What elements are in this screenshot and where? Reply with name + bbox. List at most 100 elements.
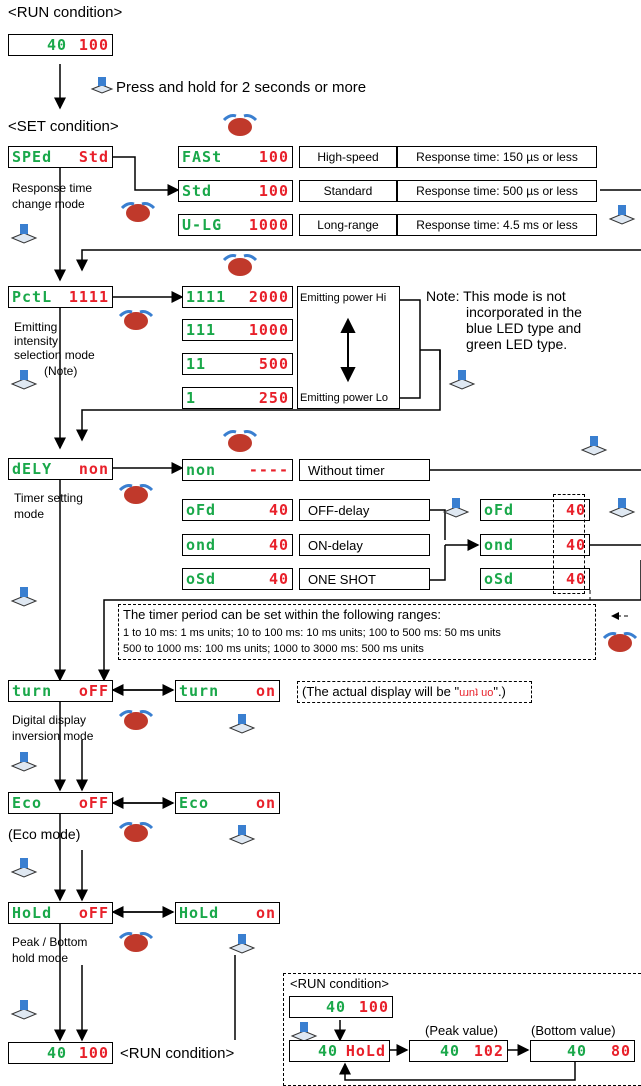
press-button-icon bbox=[10, 856, 38, 887]
speed-desc: Response time: 500 µs or less bbox=[397, 180, 597, 202]
timer-label: Without timer bbox=[299, 459, 430, 481]
press-button-icon bbox=[90, 75, 114, 95]
timer-caption-1: Timer setting bbox=[14, 491, 83, 505]
power-hi-label: Emitting power Hi bbox=[300, 292, 387, 304]
press-button-icon bbox=[10, 998, 38, 1029]
pctl-caption-3: selection mode bbox=[14, 348, 95, 362]
bottom-label: (Bottom value) bbox=[531, 1023, 616, 1038]
speed-label: Long-range bbox=[299, 214, 397, 236]
speed-caption-2: change mode bbox=[12, 197, 85, 211]
eco-caption: (Eco mode) bbox=[8, 826, 81, 842]
speed-desc: Response time: 4.5 ms or less bbox=[397, 214, 597, 236]
pctl-note-1: Note: This mode is not bbox=[426, 288, 566, 304]
speed-label: Standard bbox=[299, 180, 397, 202]
run-title: <RUN condition> bbox=[8, 4, 123, 21]
power-lo-label: Emitting power Lo bbox=[300, 392, 389, 404]
dial-icon bbox=[116, 480, 156, 513]
pctl-note-2: incorporated in the bbox=[466, 304, 582, 320]
press-button-icon bbox=[290, 1020, 318, 1051]
peak-label: (Peak value) bbox=[425, 1023, 498, 1038]
dial-icon bbox=[220, 112, 260, 145]
run-end-label: <RUN condition> bbox=[120, 1045, 235, 1062]
press-button-icon bbox=[608, 496, 636, 527]
timer-caption-2: mode bbox=[14, 507, 45, 521]
panel-title: <RUN condition> bbox=[290, 976, 389, 991]
press-button-icon bbox=[580, 434, 608, 465]
press-button-icon bbox=[228, 932, 256, 963]
pctl-caption-2: intensity bbox=[14, 334, 59, 348]
pctl-caption-1: Emitting bbox=[14, 320, 58, 334]
press-button-icon bbox=[228, 712, 256, 743]
hold-caption-1: Peak / Bottom bbox=[12, 935, 88, 949]
press-button-icon bbox=[10, 368, 38, 399]
press-hold-text: Press and hold for 2 seconds or more bbox=[116, 79, 367, 96]
set-title: <SET condition> bbox=[8, 118, 119, 135]
press-button-icon bbox=[10, 750, 38, 781]
timer-option-display: non---- bbox=[182, 459, 293, 481]
run-display: 40 100 bbox=[8, 34, 113, 56]
dial-icon bbox=[600, 628, 640, 661]
speed-label: High-speed bbox=[299, 146, 397, 168]
turn-note-box: (The actual display will be "uɹnʇ uo".) bbox=[297, 681, 532, 703]
timer-ranges-title: The timer period can be set within the f… bbox=[123, 607, 441, 622]
dial-icon bbox=[116, 706, 156, 739]
timer-ranges-box: The timer period can be set within the f… bbox=[118, 604, 596, 660]
dial-icon bbox=[116, 928, 156, 961]
timer-ranges-line: 500 to 1000 ms: 100 ms units; 1000 to 30… bbox=[123, 643, 424, 655]
dial-icon bbox=[220, 428, 260, 461]
power-range-box: Emitting power Hi Emitting power Lo bbox=[297, 286, 400, 409]
pctl-note-3: blue LED type and bbox=[466, 320, 582, 336]
speed-caption-1: Response time bbox=[12, 181, 93, 195]
hold-caption-1: hold mode bbox=[12, 951, 69, 965]
timer-label: ON-delay bbox=[299, 534, 430, 556]
press-button-icon bbox=[10, 585, 38, 616]
timer-ranges-line: 1 to 10 ms: 1 ms units; 10 to 100 ms: 10… bbox=[123, 627, 501, 639]
speed-desc: Response time: 150 µs or less bbox=[397, 146, 597, 168]
pctl-note-label: (Note) bbox=[44, 364, 78, 378]
press-button-icon bbox=[442, 496, 470, 527]
dial-icon bbox=[220, 252, 260, 285]
timer-label: ONE SHOT bbox=[299, 568, 430, 590]
press-button-icon bbox=[10, 222, 38, 253]
blink-highlight bbox=[553, 494, 585, 594]
turn-caption-2: inversion mode bbox=[12, 729, 94, 743]
dial-icon bbox=[118, 198, 158, 231]
turn-caption-1: Digital display bbox=[12, 713, 87, 727]
dial-icon bbox=[116, 818, 156, 851]
turn-note: (The actual display will be "uɹnʇ uo".) bbox=[302, 684, 506, 700]
dial-icon bbox=[116, 306, 156, 339]
press-button-icon bbox=[608, 203, 636, 234]
press-button-icon bbox=[448, 368, 476, 399]
timer-label: OFF-delay bbox=[299, 499, 430, 521]
pctl-note-4: green LED type. bbox=[466, 336, 568, 352]
press-button-icon bbox=[228, 823, 256, 854]
